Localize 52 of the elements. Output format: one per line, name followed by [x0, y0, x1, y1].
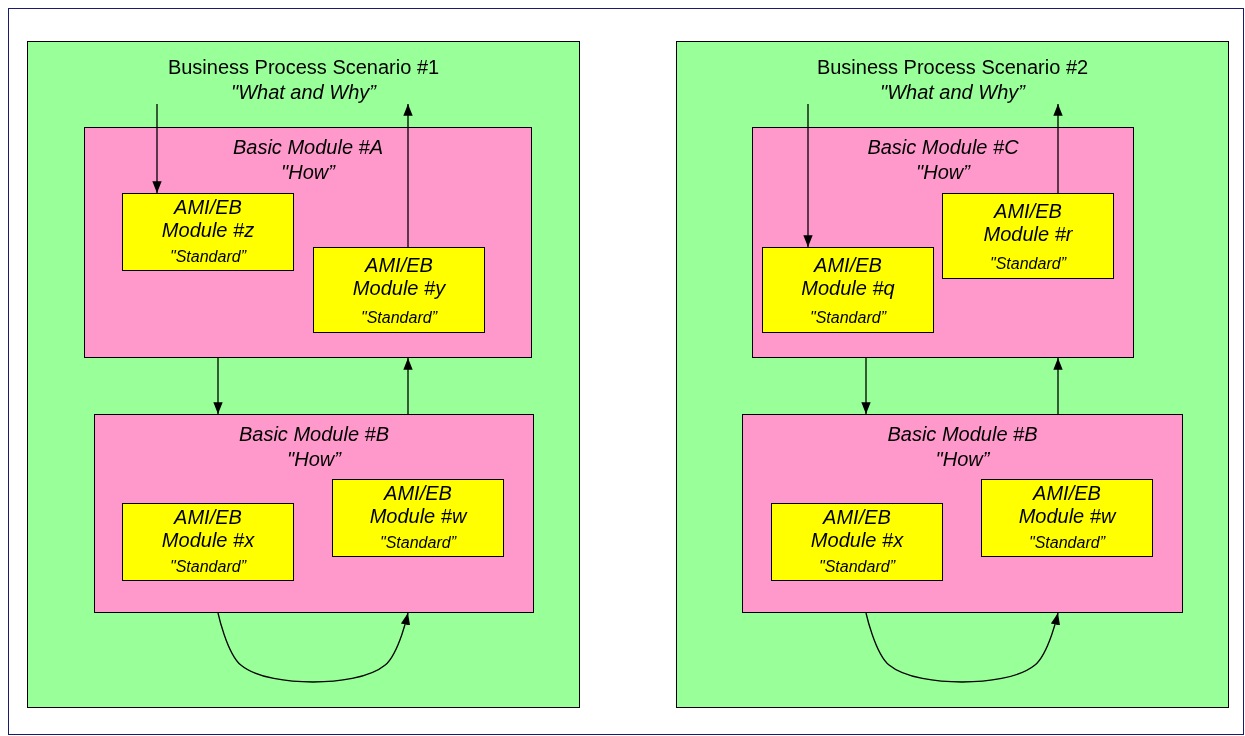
subheading: "How” — [915, 161, 972, 184]
module-name: AMI/EB Module #y — [351, 254, 447, 300]
standard-module-box — [771, 503, 943, 581]
module-note: "Standard” — [360, 309, 439, 328]
heading: Basic Module #A — [231, 136, 385, 159]
module-name: AMI/EB Module #x — [809, 506, 905, 552]
subheading: "How” — [934, 448, 991, 471]
module-name: AMI/EB Module #x — [160, 506, 256, 552]
arrow — [1053, 103, 1063, 194]
scenario-box — [676, 41, 1229, 708]
module-note: "Standard” — [169, 248, 248, 267]
subheading: "How” — [280, 161, 337, 184]
scenario-box — [27, 41, 580, 708]
module-name: AMI/EB Module #r — [982, 200, 1074, 246]
heading: Business Process Scenario #1 — [166, 56, 441, 79]
module-name: AMI/EB Module #q — [800, 254, 896, 300]
arrow — [1053, 357, 1063, 415]
module-box — [742, 414, 1183, 613]
standard-module-box — [122, 503, 294, 581]
subheading: "How” — [286, 448, 343, 471]
heading: Basic Module #C — [866, 136, 1020, 159]
subheading: "What and Why” — [230, 81, 378, 104]
module-note: "Standard” — [809, 309, 888, 328]
module-box — [94, 414, 534, 613]
arrow — [403, 103, 413, 248]
heading: Business Process Scenario #2 — [815, 56, 1090, 79]
loop-arrow — [865, 612, 1060, 683]
arrow — [152, 103, 162, 194]
arrow — [213, 357, 223, 415]
arrow — [803, 103, 813, 248]
module-note: "Standard” — [169, 558, 248, 577]
module-name: AMI/EB Module #z — [160, 196, 256, 242]
module-note: "Standard” — [1028, 534, 1107, 553]
heading: Basic Module #B — [237, 423, 391, 446]
standard-module-box — [332, 479, 504, 557]
standard-module-box — [762, 247, 934, 333]
module-box — [84, 127, 532, 358]
standard-module-box — [981, 479, 1153, 557]
module-name: AMI/EB Module #w — [1017, 482, 1118, 528]
standard-module-box — [313, 247, 485, 333]
standard-module-box — [122, 193, 294, 271]
module-note: "Standard” — [379, 534, 458, 553]
standard-module-box — [942, 193, 1114, 279]
module-name: AMI/EB Module #w — [368, 482, 469, 528]
arrow — [403, 357, 413, 415]
module-note: "Standard” — [818, 558, 897, 577]
arrow — [861, 357, 871, 415]
subheading: "What and Why” — [879, 81, 1027, 104]
loop-arrow — [217, 612, 410, 683]
module-box — [752, 127, 1134, 358]
module-note: "Standard” — [989, 255, 1068, 274]
heading: Basic Module #B — [886, 423, 1039, 446]
